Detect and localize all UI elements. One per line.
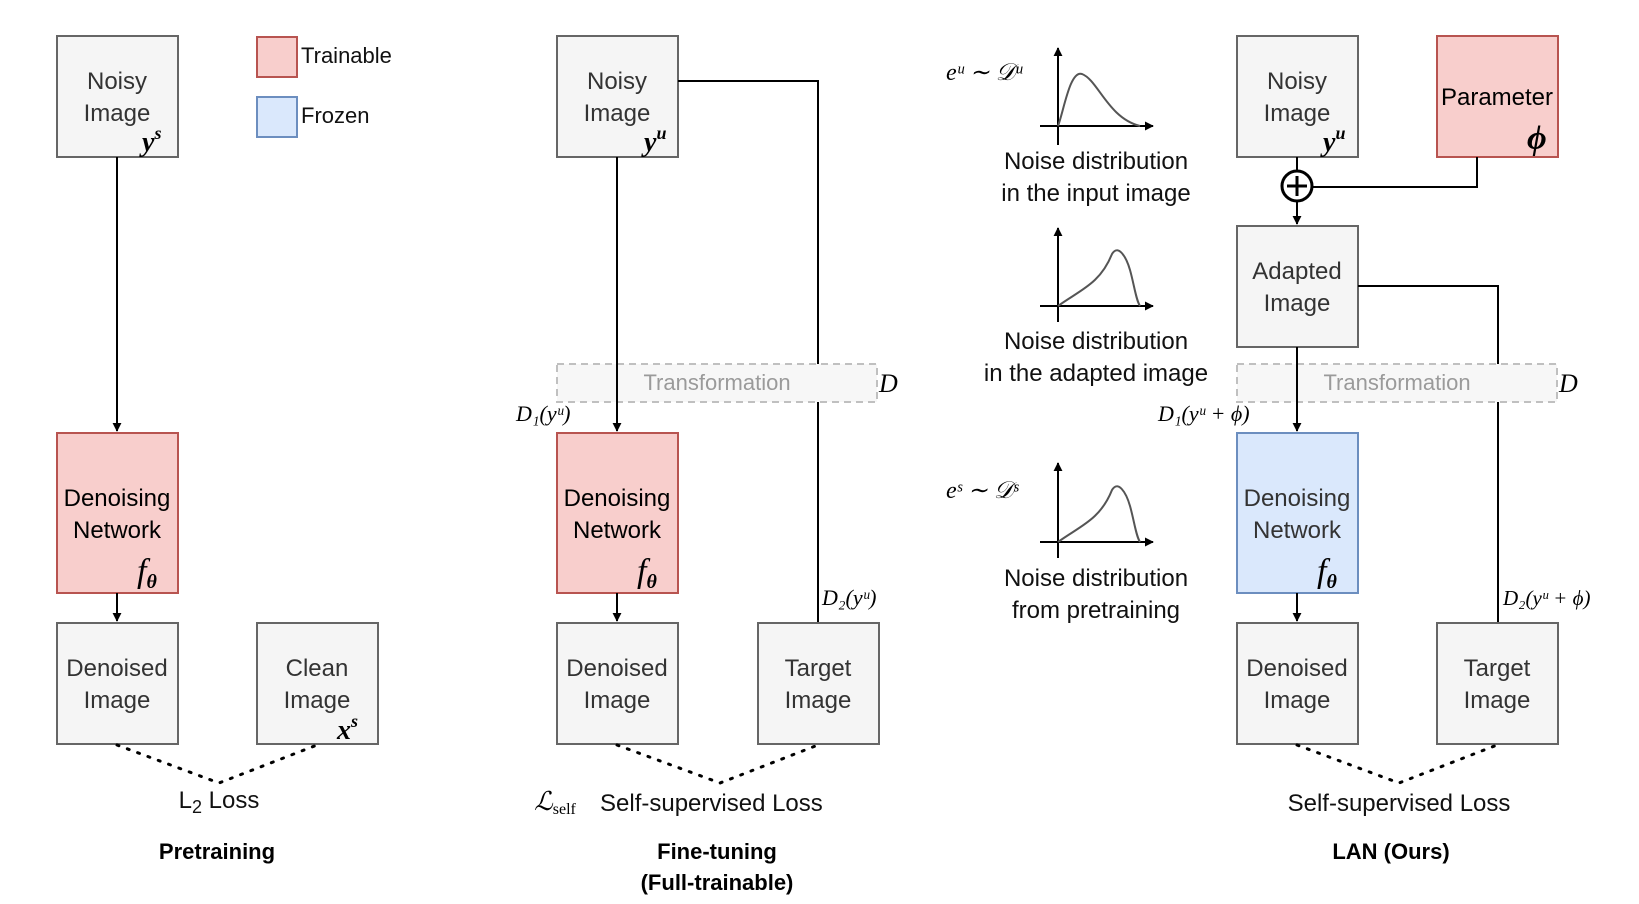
finetune-network-box: Denoising Network fθ (556, 432, 679, 594)
lan-parameter-symbol: ϕ (1527, 120, 1547, 157)
lan-adapted-label-1: Adapted (1252, 258, 1341, 285)
noise-pretrain-caption-2: from pretraining (1012, 597, 1180, 624)
noise-dist-adapted-plot: Noise distribution in the adapted image (984, 227, 1208, 387)
finetuning-panel: Noisy Image yu Transformation D D₁(yᵘ) D… (515, 35, 898, 895)
pretrain-loss-label: L2 Loss (179, 787, 260, 817)
noise-input-formula: eᵘ ∼ 𝒟ᵘ (946, 60, 1023, 86)
lan-adapted-label-2: Image (1264, 290, 1331, 317)
noise-adapted-caption-2: in the adapted image (984, 360, 1208, 387)
finetune-noisy-label-2: Image (584, 100, 651, 127)
noise-pretrain-formula: eˢ ∼ 𝒟ˢ (946, 478, 1019, 504)
pretrain-clean-label-2: Image (284, 687, 351, 714)
lan-loss-label: Self-supervised Loss (1288, 790, 1511, 817)
noise-pretrain-caption-1: Noise distribution (1004, 565, 1188, 592)
lan-denoised-image-box: Denoised Image (1236, 622, 1359, 745)
pretrain-noisy-symbol: ys (139, 123, 161, 158)
pretrain-noisy-image-box: Noisy Image ys (56, 35, 179, 158)
legend-trainable-swatch (256, 36, 298, 78)
pretrain-loss-connector (115, 743, 319, 785)
lan-plus-operator (1280, 169, 1314, 203)
finetune-target-label-1: Target (785, 655, 852, 682)
lan-d1-label: D₁(yᵘ + ϕ) (1157, 401, 1250, 426)
lan-target-image-box: Target Image (1436, 622, 1559, 745)
noise-dist-pretrain-plot: eˢ ∼ 𝒟ˢ Noise distribution from pretrain… (946, 462, 1188, 624)
finetune-target-branch-line (678, 80, 819, 623)
pretrain-network-label-2: Network (73, 517, 162, 544)
finetune-network-label-2: Network (573, 517, 662, 544)
pretrain-network-box: Denoising Network fθ (56, 432, 179, 594)
lan-target-label-2: Image (1464, 687, 1531, 714)
finetune-loss-symbol: ℒself (534, 787, 577, 818)
finetune-transformation-box (556, 363, 878, 403)
pretrain-clean-image-box: Clean Image xs (256, 622, 379, 746)
finetune-loss-connector (615, 743, 820, 785)
finetune-denoised-label-2: Image (584, 687, 651, 714)
lan-parameter-box: Parameter ϕ (1436, 35, 1559, 158)
noise-dist-input-plot: eᵘ ∼ 𝒟ᵘ Noise distribution in the input … (946, 47, 1191, 207)
legend-frozen-label: Frozen (301, 103, 369, 128)
lan-network-box: Denoising Network fθ (1236, 432, 1359, 594)
lan-transformation-box (1236, 363, 1558, 403)
finetune-title-line-1: Fine-tuning (657, 839, 777, 864)
pretrain-denoised-label-2: Image (84, 687, 151, 714)
finetune-noisy-label-1: Noisy (587, 68, 647, 95)
lan-loss-connector (1295, 743, 1499, 785)
lan-d2-label: D₂(yᵘ + ϕ) (1502, 586, 1590, 610)
lan-adapted-image-box: Adapted Image (1236, 225, 1359, 348)
lan-parameter-to-plus-line (1313, 157, 1478, 188)
finetune-title-line-2: (Full-trainable) (641, 870, 794, 895)
pretrain-clean-symbol: xs (336, 711, 358, 746)
pretrain-title: Pretraining (159, 839, 275, 864)
finetune-noisy-symbol: yu (641, 123, 666, 158)
lan-noisy-label-2: Image (1264, 100, 1331, 127)
lan-target-label-1: Target (1464, 655, 1531, 682)
finetune-denoised-label-1: Denoised (566, 655, 667, 682)
pretrain-noisy-label-2: Image (84, 100, 151, 127)
lan-noisy-image-box: Noisy Image yu (1236, 35, 1359, 158)
finetune-transformation-symbol: D (878, 369, 898, 398)
lan-parameter-label: Parameter (1441, 84, 1553, 111)
lan-network-label-1: Denoising (1244, 485, 1351, 512)
legend: Trainable Frozen (256, 36, 392, 138)
lan-denoised-label-2: Image (1264, 687, 1331, 714)
lan-transformation-symbol: D (1558, 369, 1578, 398)
finetune-d1-label: D₁(yᵘ) (515, 401, 570, 426)
lan-denoised-label-1: Denoised (1246, 655, 1347, 682)
finetune-transformation-label: Transformation (643, 370, 790, 395)
lan-noisy-label-1: Noisy (1267, 68, 1327, 95)
pretrain-clean-label-1: Clean (286, 655, 349, 682)
legend-frozen-swatch (256, 96, 298, 138)
finetune-target-image-box: Target Image (757, 622, 880, 745)
lan-panel: eᵘ ∼ 𝒟ᵘ Noise distribution in the input … (946, 35, 1590, 864)
noise-input-caption-1: Noise distribution (1004, 148, 1188, 175)
lan-title: LAN (Ours) (1332, 839, 1449, 864)
lan-noisy-symbol: yu (1320, 123, 1345, 158)
finetune-target-label-2: Image (785, 687, 852, 714)
finetune-d2-label: D₂(yᵘ) (821, 585, 876, 610)
legend-trainable-label: Trainable (301, 43, 392, 68)
lan-network-label-2: Network (1253, 517, 1342, 544)
pretrain-denoised-image-box: Denoised Image (56, 622, 179, 745)
pretraining-panel: Noisy Image ys Denoising Network fθ Deno… (56, 35, 379, 864)
noise-input-caption-2: in the input image (1001, 180, 1190, 207)
lan-target-branch-line (1358, 285, 1499, 623)
pretrain-network-label-1: Denoising (64, 485, 171, 512)
finetune-denoised-image-box: Denoised Image (556, 622, 679, 745)
finetune-network-label-1: Denoising (564, 485, 671, 512)
noise-adapted-caption-1: Noise distribution (1004, 328, 1188, 355)
lan-transformation-label: Transformation (1323, 370, 1470, 395)
finetune-noisy-image-box: Noisy Image yu (556, 35, 679, 158)
pretrain-noisy-label-1: Noisy (87, 68, 147, 95)
pretrain-denoised-label-1: Denoised (66, 655, 167, 682)
finetune-loss-label: Self-supervised Loss (600, 790, 823, 817)
